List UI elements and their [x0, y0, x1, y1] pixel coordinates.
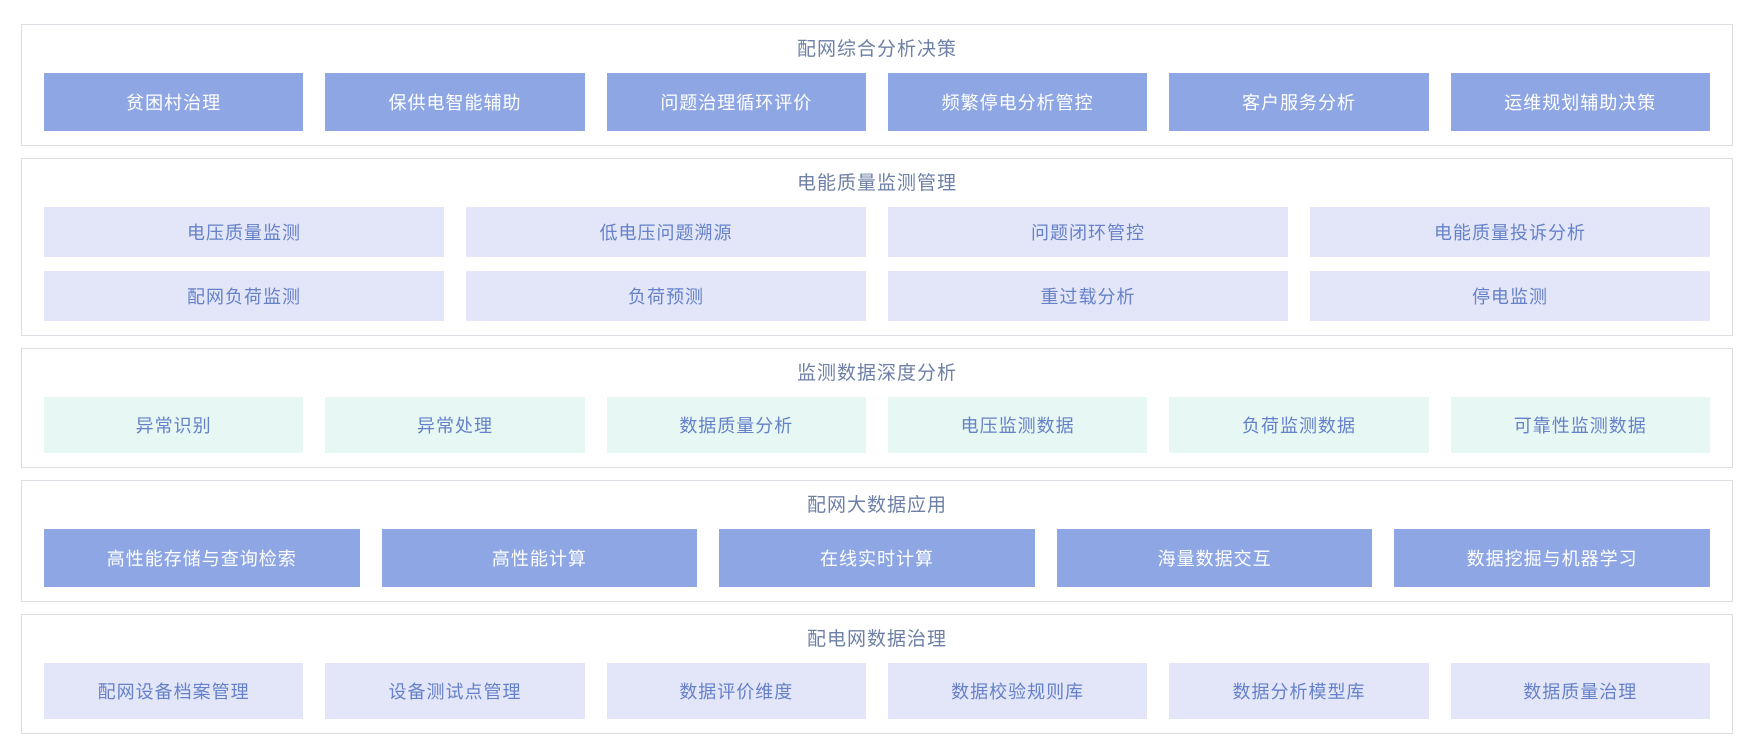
- module-row: 配网负荷监测 负荷预测 重过载分析 停电监测: [44, 271, 1710, 321]
- module-button[interactable]: 频繁停电分析管控: [887, 73, 1148, 131]
- module-button[interactable]: 负荷监测数据: [1169, 397, 1429, 453]
- section-power-quality-monitoring: 电能质量监测管理 电压质量监测 低电压问题溯源 问题闭环管控 电能质量投诉分析 …: [21, 158, 1733, 336]
- module-button[interactable]: 数据校验规则库: [887, 663, 1148, 719]
- module-button[interactable]: 高性能存储与查询检索: [44, 529, 360, 587]
- module-row: 配网设备档案管理 设备测试点管理 数据评价维度 数据校验规则库 数据分析模型库 …: [44, 663, 1710, 719]
- section-title: 配网大数据应用: [806, 495, 947, 516]
- module-row: 贫困村治理 保供电智能辅助 问题治理循环评价 频繁停电分析管控 客户服务分析 运…: [44, 73, 1710, 131]
- module-button[interactable]: 海量数据交互: [1056, 529, 1373, 587]
- section-title: 电能质量监测管理: [796, 173, 957, 194]
- module-button[interactable]: 数据质量分析: [606, 397, 866, 453]
- section-monitoring-data-analysis: 监测数据深度分析 异常识别 异常处理 数据质量分析 电压监测数据 负荷监测数据 …: [21, 348, 1733, 468]
- module-button[interactable]: 电能质量投诉分析: [1310, 207, 1710, 257]
- module-button[interactable]: 贫困村治理: [44, 73, 304, 131]
- module-button[interactable]: 保供电智能辅助: [325, 73, 585, 131]
- section-title: 配电网数据治理: [806, 629, 947, 650]
- module-button[interactable]: 异常识别: [44, 397, 304, 453]
- module-button[interactable]: 运维规划辅助决策: [1450, 73, 1710, 131]
- module-button[interactable]: 负荷预测: [466, 271, 866, 321]
- module-button[interactable]: 高性能计算: [381, 529, 698, 587]
- module-row: 异常识别 异常处理 数据质量分析 电压监测数据 负荷监测数据 可靠性监测数据: [44, 397, 1710, 453]
- section-title: 监测数据深度分析: [796, 363, 957, 384]
- module-button[interactable]: 配网负荷监测: [44, 271, 444, 321]
- section-big-data-application: 配网大数据应用 高性能存储与查询检索 高性能计算 在线实时计算 海量数据交互 数…: [21, 480, 1733, 602]
- module-button[interactable]: 客户服务分析: [1169, 73, 1429, 131]
- module-button[interactable]: 设备测试点管理: [325, 663, 585, 719]
- module-button[interactable]: 问题治理循环评价: [606, 73, 866, 131]
- module-button[interactable]: 数据质量治理: [1450, 663, 1710, 719]
- module-button[interactable]: 问题闭环管控: [888, 207, 1288, 257]
- module-button[interactable]: 数据评价维度: [606, 663, 866, 719]
- module-row: 高性能存储与查询检索 高性能计算 在线实时计算 海量数据交互 数据挖掘与机器学习: [44, 529, 1710, 587]
- module-row: 电压质量监测 低电压问题溯源 问题闭环管控 电能质量投诉分析: [44, 207, 1710, 257]
- section-data-governance: 配电网数据治理 配网设备档案管理 设备测试点管理 数据评价维度 数据校验规则库 …: [21, 614, 1733, 734]
- module-button[interactable]: 电压监测数据: [887, 397, 1148, 453]
- module-button[interactable]: 停电监测: [1310, 271, 1710, 321]
- module-button[interactable]: 电压质量监测: [44, 207, 444, 257]
- module-button[interactable]: 在线实时计算: [719, 529, 1035, 587]
- module-button[interactable]: 数据挖掘与机器学习: [1394, 529, 1710, 587]
- module-button[interactable]: 低电压问题溯源: [466, 207, 866, 257]
- module-button[interactable]: 异常处理: [325, 397, 585, 453]
- section-title: 配网综合分析决策: [796, 39, 957, 60]
- module-button[interactable]: 可靠性监测数据: [1450, 397, 1710, 453]
- module-button[interactable]: 重过载分析: [888, 271, 1288, 321]
- module-button[interactable]: 数据分析模型库: [1169, 663, 1429, 719]
- module-button[interactable]: 配网设备档案管理: [44, 663, 304, 719]
- section-comprehensive-analysis: 配网综合分析决策 贫困村治理 保供电智能辅助 问题治理循环评价 频繁停电分析管控…: [21, 24, 1733, 146]
